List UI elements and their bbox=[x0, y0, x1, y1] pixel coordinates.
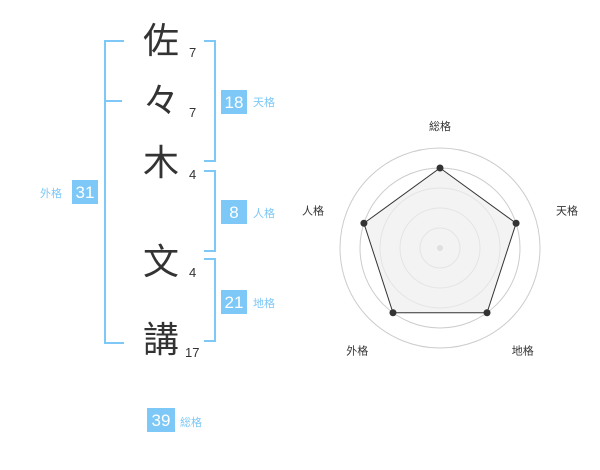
gaikaku-bracket bbox=[104, 40, 124, 344]
radar-axis-label-5: 人格 bbox=[302, 203, 324, 217]
soukaku-value: 39 bbox=[147, 408, 175, 432]
tenkaku-label: 天格 bbox=[253, 96, 275, 109]
radar-point-5 bbox=[360, 219, 368, 227]
radar-point-3 bbox=[483, 309, 491, 317]
gaikaku-value: 31 bbox=[72, 180, 98, 204]
radar-axis-label-2: 天格 bbox=[556, 203, 578, 217]
radar-point-4 bbox=[389, 309, 397, 317]
name-char-1: 佐 bbox=[143, 21, 180, 62]
stroke-count-3: 4 bbox=[189, 167, 197, 182]
radar-axis-label-1: 総格 bbox=[429, 119, 451, 133]
radar-axis-label-4: 外格 bbox=[346, 344, 368, 358]
stroke-count-5: 17 bbox=[185, 345, 200, 360]
radar-points bbox=[360, 164, 520, 317]
radar-data-polygon bbox=[363, 167, 517, 314]
radar-grid-ring bbox=[339, 147, 541, 349]
soukaku-label: 総格 bbox=[180, 416, 202, 429]
name-char-4: 文 bbox=[143, 242, 180, 283]
radar-axis-label-3: 地格 bbox=[512, 344, 534, 358]
radar-point-1 bbox=[436, 164, 444, 172]
chikaku-label: 地格 bbox=[253, 297, 275, 310]
stroke-count-2: 7 bbox=[189, 105, 197, 120]
chikaku-value: 21 bbox=[221, 290, 247, 314]
tenkaku-bracket bbox=[204, 40, 216, 162]
name-char-5: 講 bbox=[143, 320, 180, 361]
jinkaku-bracket bbox=[204, 170, 216, 252]
name-char-2: 々 bbox=[143, 81, 180, 122]
stroke-count-1: 7 bbox=[189, 45, 197, 60]
name-char-3: 木 bbox=[143, 143, 180, 184]
chikaku-bracket bbox=[204, 258, 216, 342]
gaikaku-label: 外格 bbox=[40, 187, 62, 200]
tenkaku-value: 18 bbox=[221, 90, 247, 114]
gaikaku-tick bbox=[104, 100, 122, 102]
stroke-count-4: 4 bbox=[189, 265, 197, 280]
jinkaku-value: 8 bbox=[221, 200, 247, 224]
radar-point-2 bbox=[512, 219, 520, 227]
jinkaku-label: 人格 bbox=[253, 207, 275, 220]
